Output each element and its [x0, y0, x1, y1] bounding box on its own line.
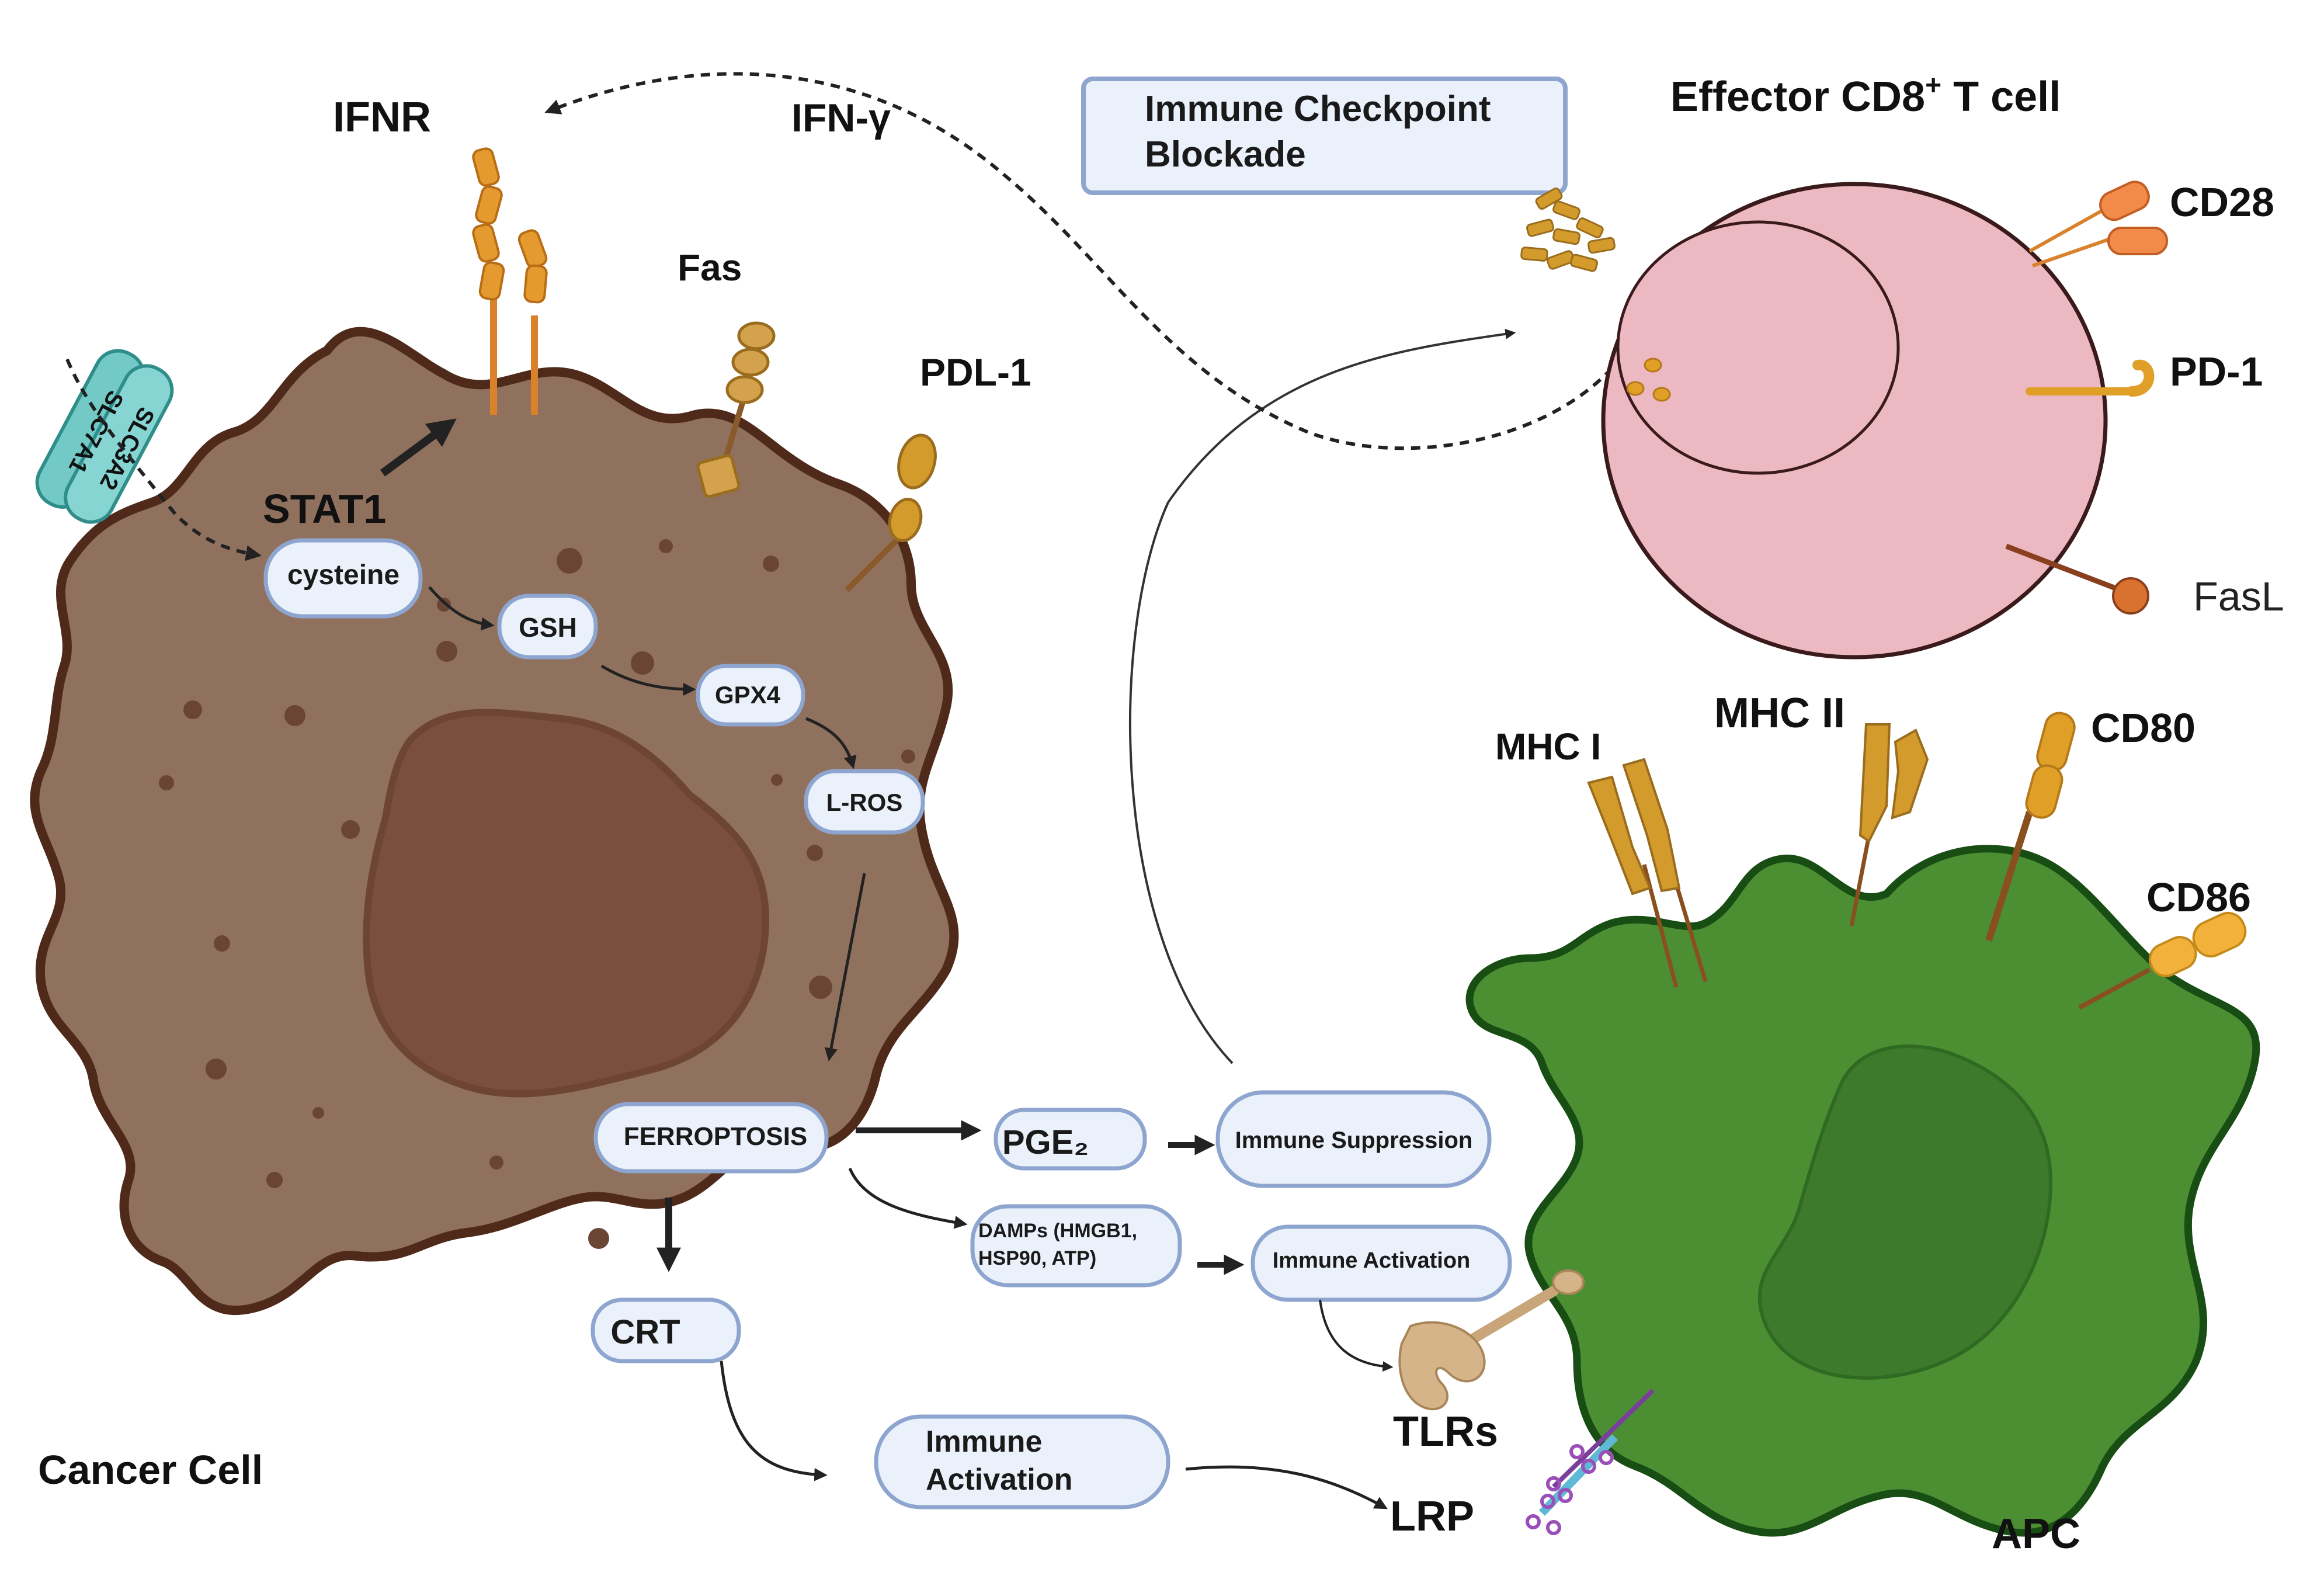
lros-to-ferroptosis-arrow — [824, 873, 866, 1061]
checkpoint-line2: Blockade — [1145, 134, 1306, 175]
transporter-dashed-path — [65, 358, 262, 561]
immune-suppression-box: Immune Suppression — [1215, 1090, 1492, 1188]
ferroptosis-box: FERROPTOSIS — [593, 1102, 829, 1174]
tlrs-label: TLRs — [1393, 1408, 1498, 1455]
cd28-receptor — [2028, 181, 2168, 268]
stat1-to-ifnr-arrow — [380, 418, 457, 477]
pge2-text: PGE₂ — [1002, 1123, 1089, 1161]
pge2-box: PGE₂ — [993, 1108, 1147, 1171]
lrp-receptor — [1526, 1389, 1655, 1535]
apc-cell — [1398, 712, 2260, 1537]
tlr-receptor — [1398, 1269, 1585, 1411]
damps-text-line1: DAMPs (HMGB1, — [978, 1220, 1137, 1242]
ferroptosis-to-damps-arrow — [848, 1168, 968, 1229]
t-cell-title-sup: + — [1925, 70, 1941, 101]
gsh-to-gpx4-arrow — [600, 664, 696, 696]
t-cell-nucleus — [1616, 220, 1900, 475]
pd1-receptor — [2026, 359, 2155, 397]
cysteine-to-gsh-arrow — [428, 586, 495, 631]
lrp-label: LRP — [1390, 1493, 1474, 1540]
cd28-label: CD28 — [2170, 179, 2274, 225]
gpx4-to-lros-arrow — [805, 717, 857, 769]
ferroptosis-text: FERROPTOSIS — [624, 1122, 808, 1151]
damps-box: DAMPs (HMGB1, HSP90, ATP) — [970, 1204, 1182, 1288]
activation-to-lrp-arrow — [1185, 1465, 1388, 1509]
activation-to-tlrs-arrow — [1319, 1299, 1394, 1372]
apc-label: APC — [1992, 1511, 2080, 1557]
gsh-box: GSH — [497, 594, 598, 660]
pdl1-receptor — [845, 433, 937, 592]
fasl-label: FasL — [2193, 574, 2284, 619]
fas-receptor — [696, 321, 776, 498]
cancer-cell-label: Cancer Cell — [38, 1447, 263, 1493]
immune-activation-small-box: Immune Activation — [1250, 1224, 1512, 1302]
mhc1-receptor — [1587, 758, 1708, 988]
fasl-receptor — [2005, 543, 2149, 615]
immune-activation-big-box: Immune Activation — [874, 1414, 1170, 1509]
fas-label: Fas — [678, 247, 742, 289]
mhc2-receptor — [1849, 723, 1929, 926]
t-cell-title: Effector CD8+ T cell — [1670, 70, 2061, 120]
stat1-label: STAT1 — [263, 486, 386, 532]
lros-text: L-ROS — [826, 789, 903, 816]
ifn-gamma-label: IFN-γ — [791, 96, 891, 140]
cd86-receptor — [2078, 912, 2247, 1010]
cancer-cell-nucleus — [363, 709, 770, 1098]
immune-activation-big-line2: Activation — [926, 1463, 1072, 1497]
t-cell-granules — [1626, 358, 1671, 402]
t-cell-title-main: Effector CD8 — [1670, 74, 1925, 120]
ifn-gamma-dashed-curve — [544, 72, 1614, 450]
tlr-hook-icon — [1398, 1321, 1486, 1411]
immune-activation-small-text: Immune Activation — [1273, 1248, 1471, 1273]
crt-text: CRT — [610, 1313, 680, 1351]
antibody-cluster-icon — [1520, 188, 1616, 272]
gpx4-box: GPX4 — [696, 664, 805, 727]
pd1-label: PD-1 — [2170, 349, 2263, 394]
cd80-label: CD80 — [2091, 705, 2196, 751]
lrp-sugar-icon — [1526, 1444, 1614, 1535]
lros-box: L-ROS — [804, 769, 925, 835]
apc-nucleus — [1757, 1044, 2052, 1380]
t-cell-title-rest: T cell — [1941, 74, 2061, 120]
mhc1-label: MHC I — [1495, 726, 1601, 768]
cysteine-text: cysteine — [287, 560, 400, 591]
gsh-text: GSH — [519, 612, 577, 643]
damps-text-line2: HSP90, ATP) — [978, 1247, 1096, 1269]
cd80-receptor — [1985, 712, 2076, 942]
immune-activation-big-line1: Immune — [926, 1425, 1042, 1459]
crt-box: CRT — [590, 1297, 741, 1363]
suppression-to-tcell-curve — [1129, 328, 1516, 1064]
pdl1-label: PDL-1 — [920, 351, 1031, 394]
immune-suppression-text: Immune Suppression — [1235, 1127, 1473, 1153]
ifnr-receptor — [472, 147, 548, 415]
gpx4-text: GPX4 — [715, 681, 781, 709]
cd86-label: CD86 — [2146, 875, 2251, 920]
t-cell — [1520, 181, 2168, 660]
cancer-cell-granules — [159, 539, 915, 1249]
checkpoint-blockade-box: Immune Checkpoint Blockade — [1081, 77, 1568, 195]
cysteine-box: cysteine — [263, 538, 423, 619]
mhc2-label: MHC II — [1714, 690, 1845, 737]
crt-to-activation-arrow — [720, 1361, 828, 1481]
checkpoint-line1: Immune Checkpoint — [1145, 89, 1491, 129]
ifnr-label: IFNR — [333, 94, 431, 141]
